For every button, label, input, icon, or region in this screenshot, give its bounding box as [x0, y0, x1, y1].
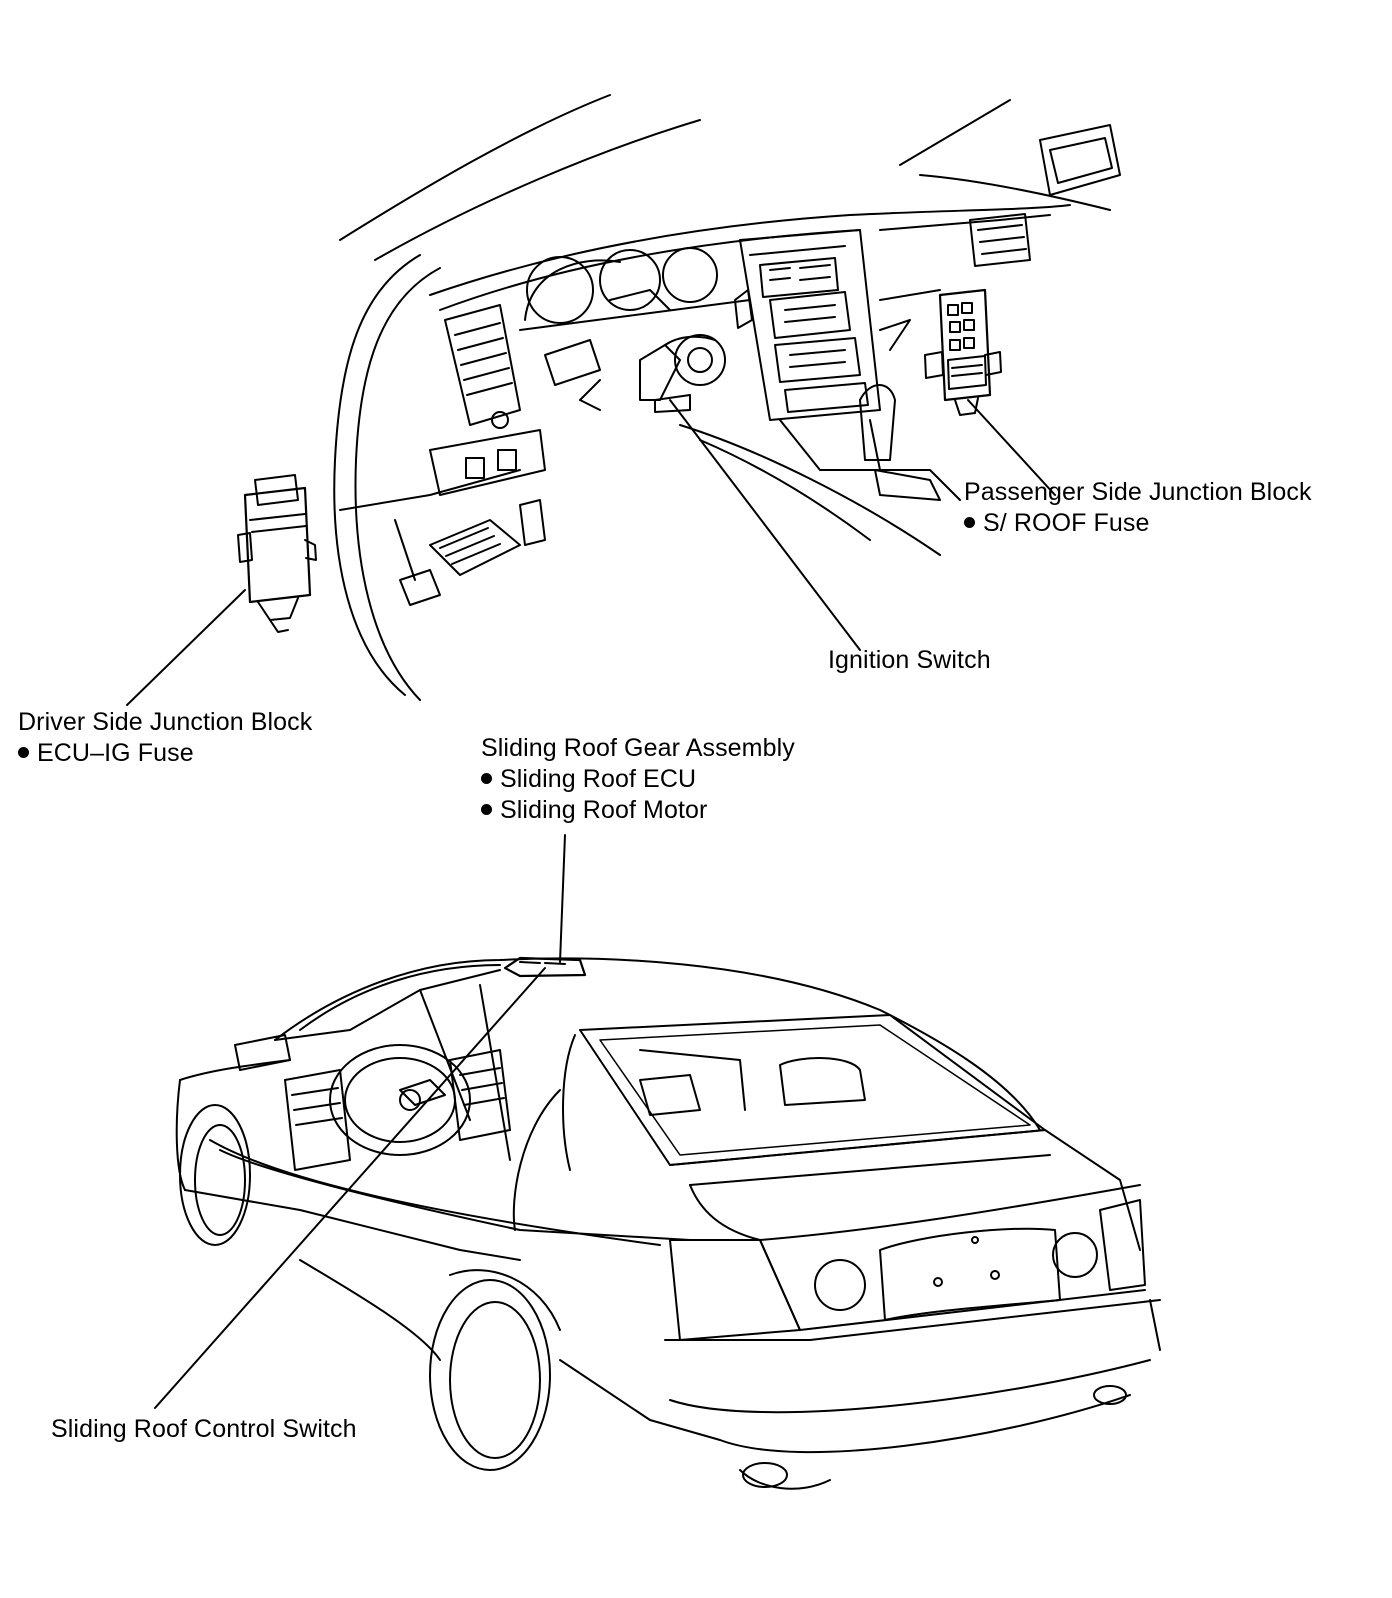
car-illustration — [154, 834, 1161, 1490]
callout-title: Passenger Side Junction Block — [964, 478, 1312, 506]
bullet-icon — [481, 773, 492, 784]
sliding-roof-control-switch-label: Sliding Roof Control Switch — [51, 1414, 357, 1445]
callout-item: ECU–IG Fuse — [18, 738, 312, 769]
callout-title: Sliding Roof Control Switch — [51, 1415, 357, 1443]
callout-title: Sliding Roof Gear Assembly — [481, 734, 795, 762]
callout-item: Sliding Roof ECU — [481, 764, 795, 795]
bullet-icon — [481, 804, 492, 815]
callout-title: Driver Side Junction Block — [18, 708, 313, 736]
callout-title: Ignition Switch — [828, 646, 991, 674]
ignition-switch-label: Ignition Switch — [828, 645, 991, 676]
bullet-icon — [18, 747, 29, 758]
passenger-junction-block-label: Passenger Side Junction Block S/ ROOF Fu… — [964, 477, 1312, 539]
leader-control-switch — [154, 967, 546, 1409]
bullet-icon — [964, 517, 975, 528]
leader-driver-jb — [126, 589, 246, 706]
sliding-roof-gear-label: Sliding Roof Gear Assembly Sliding Roof … — [481, 733, 795, 826]
driver-junction-block-label: Driver Side Junction Block ECU–IG Fuse — [18, 707, 312, 769]
leader-passenger-jb — [967, 399, 1056, 496]
callout-item: Sliding Roof Motor — [481, 795, 795, 826]
leader-roof-gear — [559, 834, 566, 963]
dashboard-illustration — [126, 94, 1121, 706]
leader-ignition — [669, 399, 861, 651]
callout-item: S/ ROOF Fuse — [964, 508, 1312, 539]
